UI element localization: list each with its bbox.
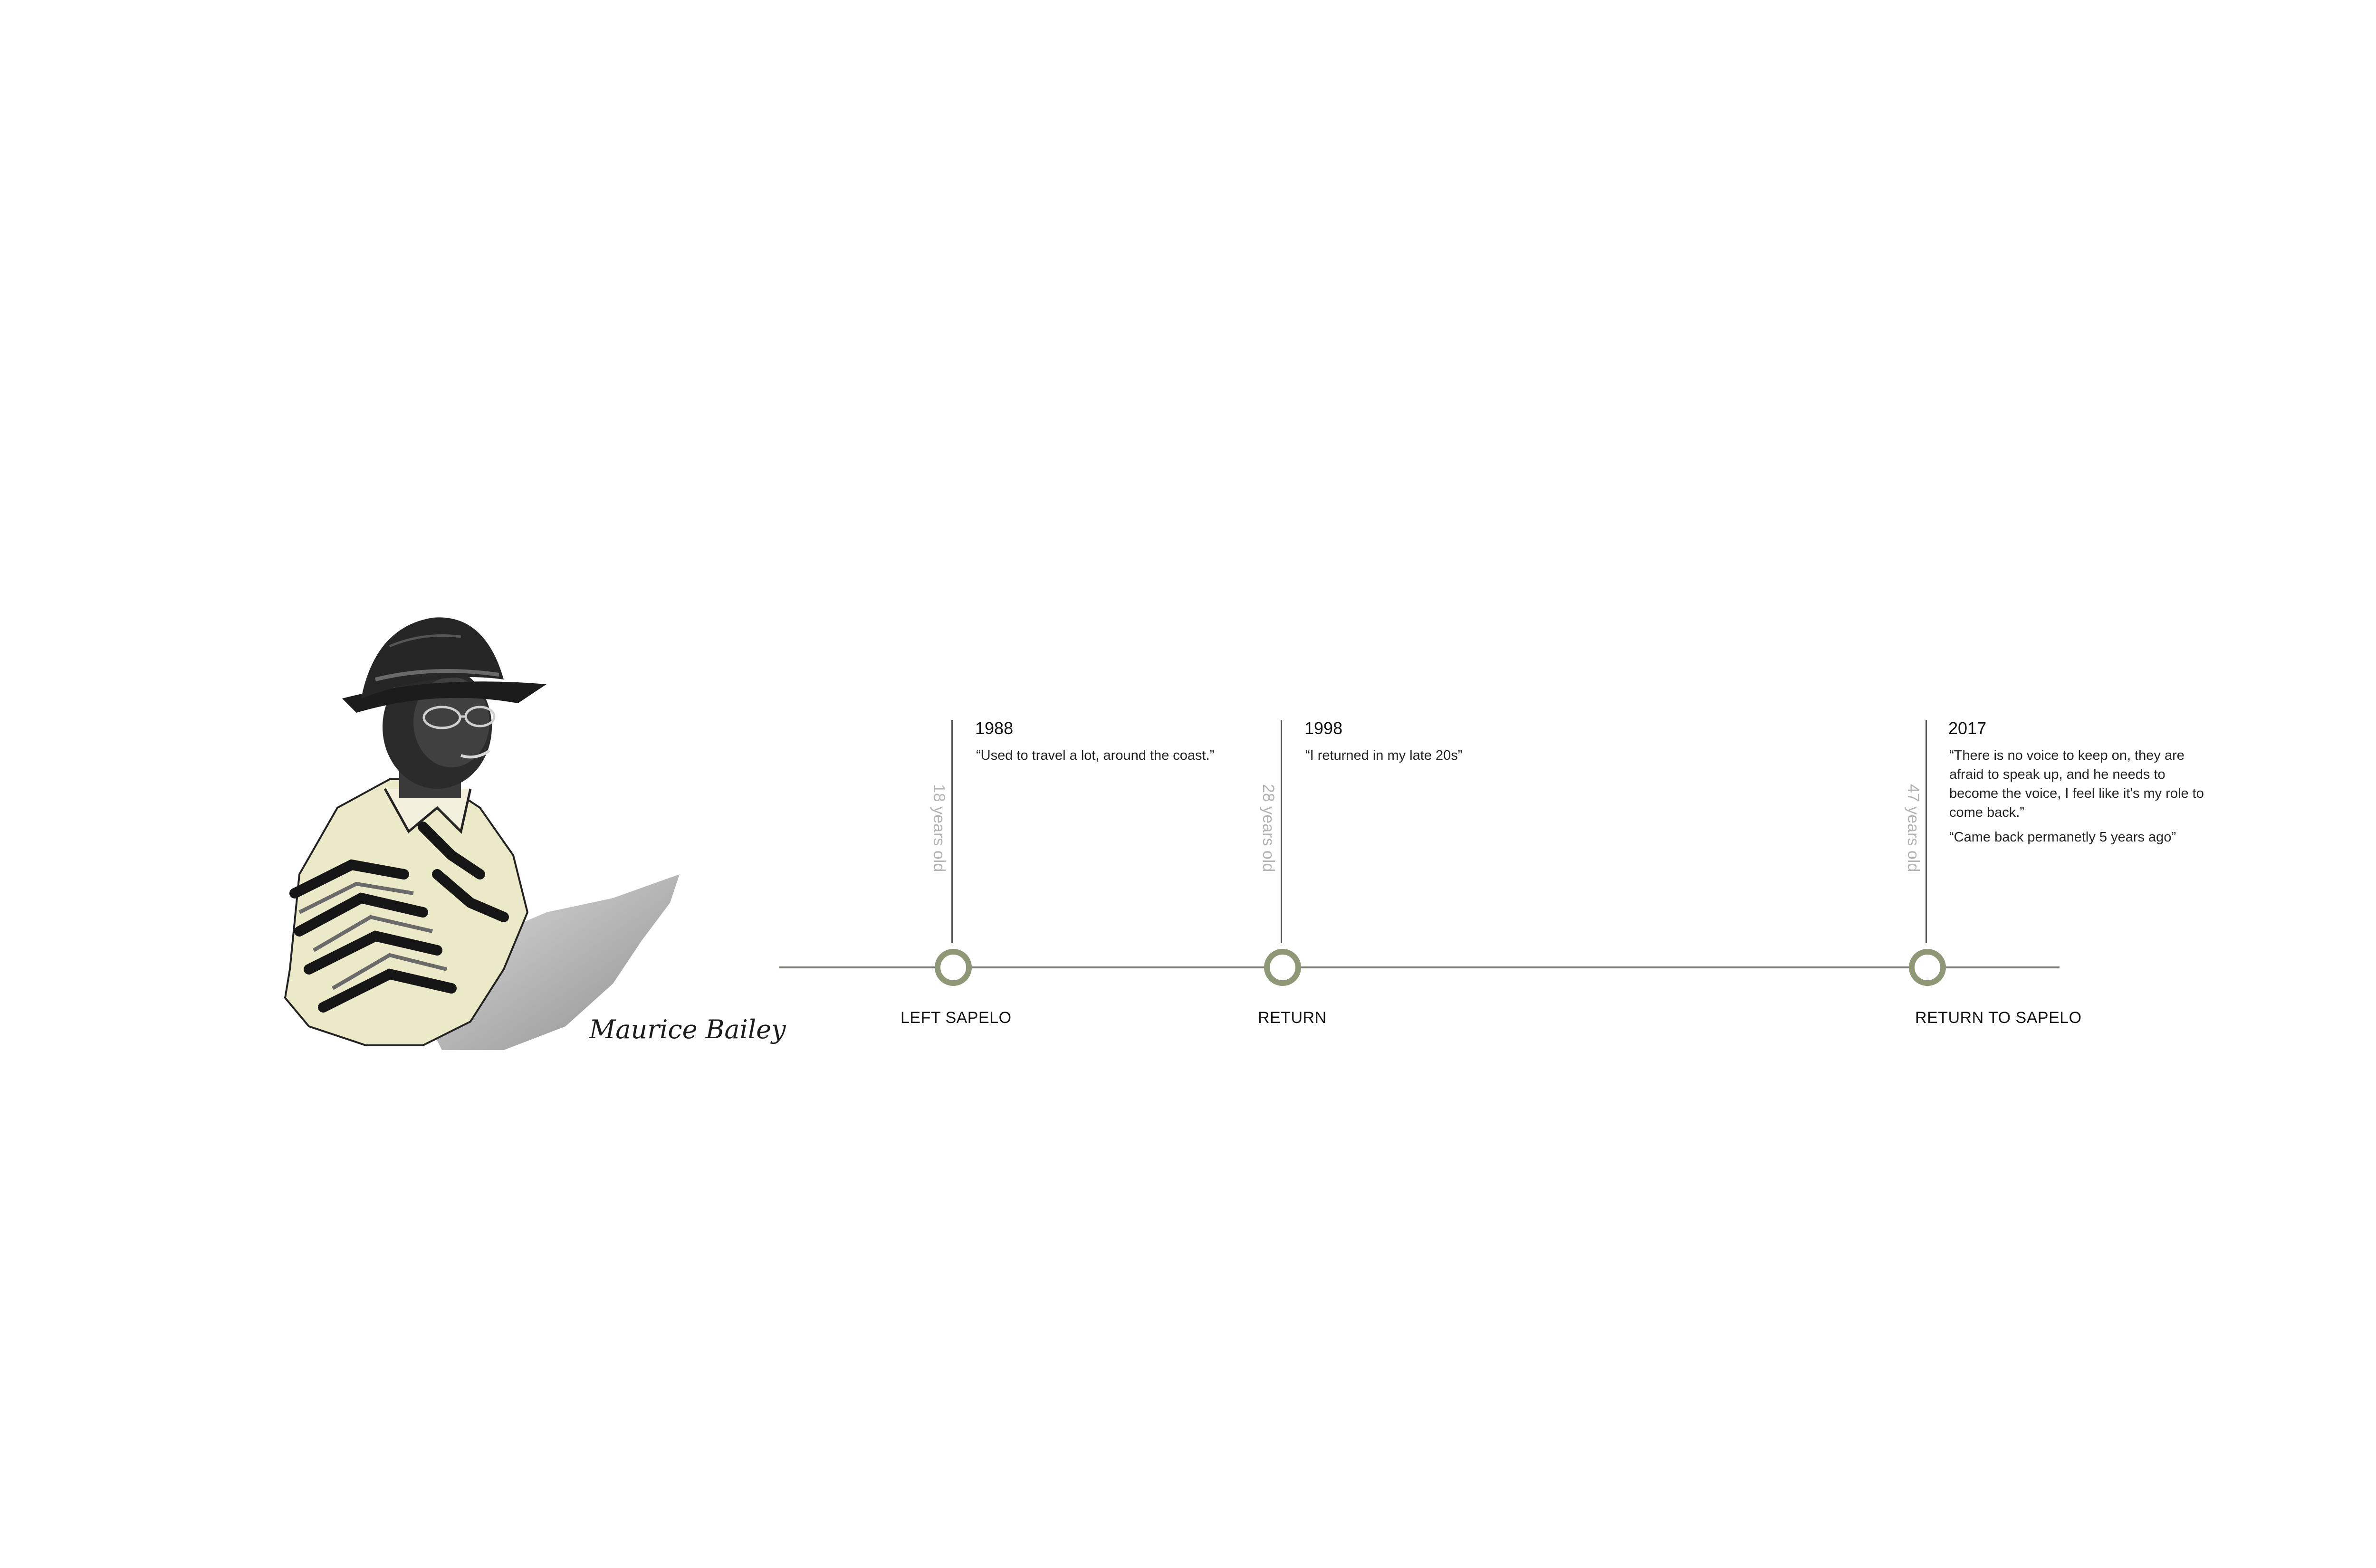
event-stem [1281, 720, 1282, 943]
event-year: 1988 [975, 718, 1014, 738]
event-label: RETURN TO SAPELO [1915, 1009, 2082, 1027]
event-age: 28 years old [1259, 784, 1277, 872]
event-label: LEFT SAPELO [901, 1009, 1012, 1027]
event-stem [951, 720, 953, 943]
event-marker [1909, 949, 1946, 986]
event-quote: “Used to travel a lot, around the coast.… [976, 748, 1215, 763]
event-marker [1264, 949, 1301, 986]
person-name: Maurice Bailey [589, 1014, 786, 1044]
event-label: RETURN [1258, 1009, 1327, 1027]
timeline-axis [779, 966, 2060, 968]
event-stem [1926, 720, 1927, 943]
event-quote: “I returned in my late 20s” [1305, 748, 1463, 763]
event-age: 47 years old [1904, 784, 1922, 872]
portrait-illustration [284, 617, 680, 1050]
event-year: 2017 [1948, 718, 1987, 738]
event-year: 1998 [1304, 718, 1343, 738]
event-quote-secondary: “Came back permanetly 5 years ago” [1949, 830, 2176, 845]
event-quote: “There is no voice to keep on, they are … [1949, 748, 2204, 820]
event-marker [935, 949, 972, 986]
event-age: 18 years old [930, 784, 948, 872]
